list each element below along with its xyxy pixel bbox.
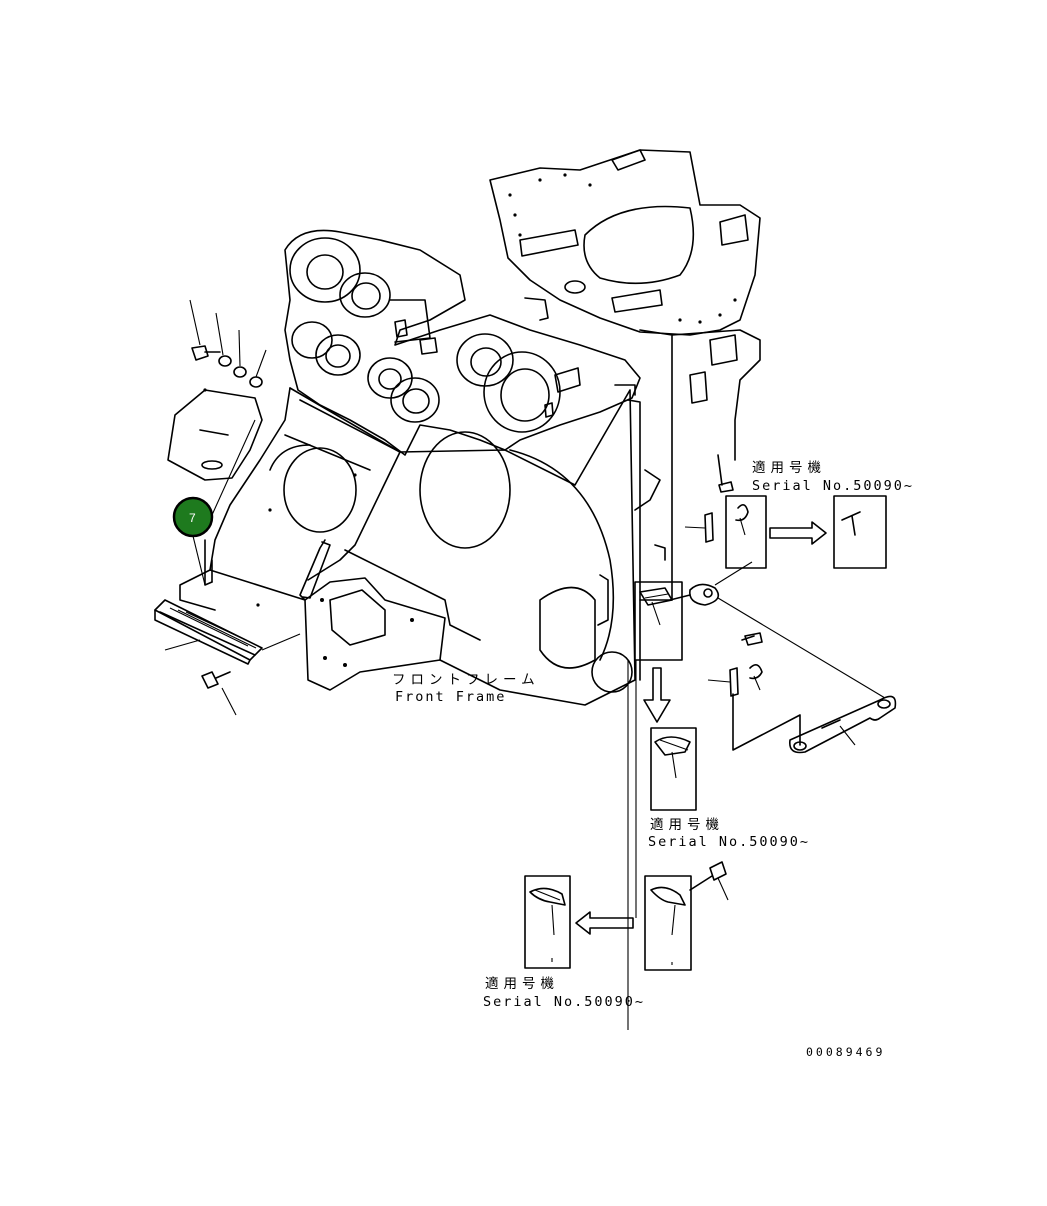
callout-7-number: 7 xyxy=(189,511,196,525)
document-number: 00089469 xyxy=(806,1045,885,1059)
step-assembly xyxy=(154,599,301,716)
front-frame-drawing xyxy=(167,149,761,706)
applicability-note-3-serial: Serial No.50090~ xyxy=(483,994,645,1010)
step-detail xyxy=(524,581,729,1030)
applicability-note-1-serial: Serial No.50090~ xyxy=(752,478,914,494)
applicability-note-3-jp: 適用号機 xyxy=(485,975,559,992)
applicability-note-3: 適用号機 Serial No.50090~ xyxy=(483,975,645,1010)
pin-detail xyxy=(669,454,897,754)
front-frame-label-jp: フロントフレーム xyxy=(392,672,540,688)
applicability-note-1-jp: 適用号機 xyxy=(752,459,826,476)
callout-7[interactable]: 7 xyxy=(172,419,256,586)
applicability-note-2-serial: Serial No.50090~ xyxy=(648,834,810,850)
fastener-group-upper xyxy=(189,299,267,388)
applicability-note-2: 適用号機 Serial No.50090~ xyxy=(648,816,810,850)
applicability-note-1: 適用号機 Serial No.50090~ xyxy=(752,459,914,494)
applicability-note-2-jp: 適用号機 xyxy=(650,816,724,833)
front-frame-label-en: Front Frame xyxy=(395,689,506,705)
